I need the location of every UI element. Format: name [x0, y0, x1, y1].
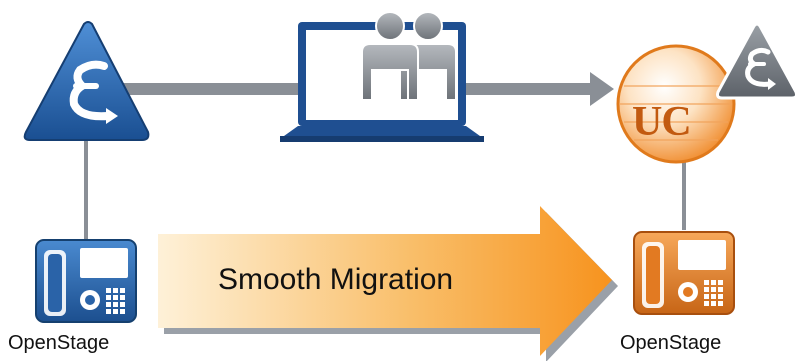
laptop-with-users-icon [280, 11, 484, 142]
right-device-label: OpenStage [620, 332, 722, 354]
uc-label: UC [632, 99, 692, 145]
blue-triangle-epsilon-icon [23, 21, 150, 141]
right-vertical-connector [682, 150, 686, 230]
orange-uc-globe-icon [616, 44, 736, 164]
blue-desk-phone-icon [35, 239, 137, 323]
left-device-label: OpenStage [8, 332, 110, 354]
user-figure-front [361, 11, 419, 101]
orange-desk-phone-icon [633, 231, 735, 315]
left-vertical-connector [84, 140, 88, 240]
migration-arrow [158, 206, 618, 361]
migration-arrow-label: Smooth Migration [218, 263, 454, 296]
gray-triangle-epsilon-icon [716, 22, 798, 100]
